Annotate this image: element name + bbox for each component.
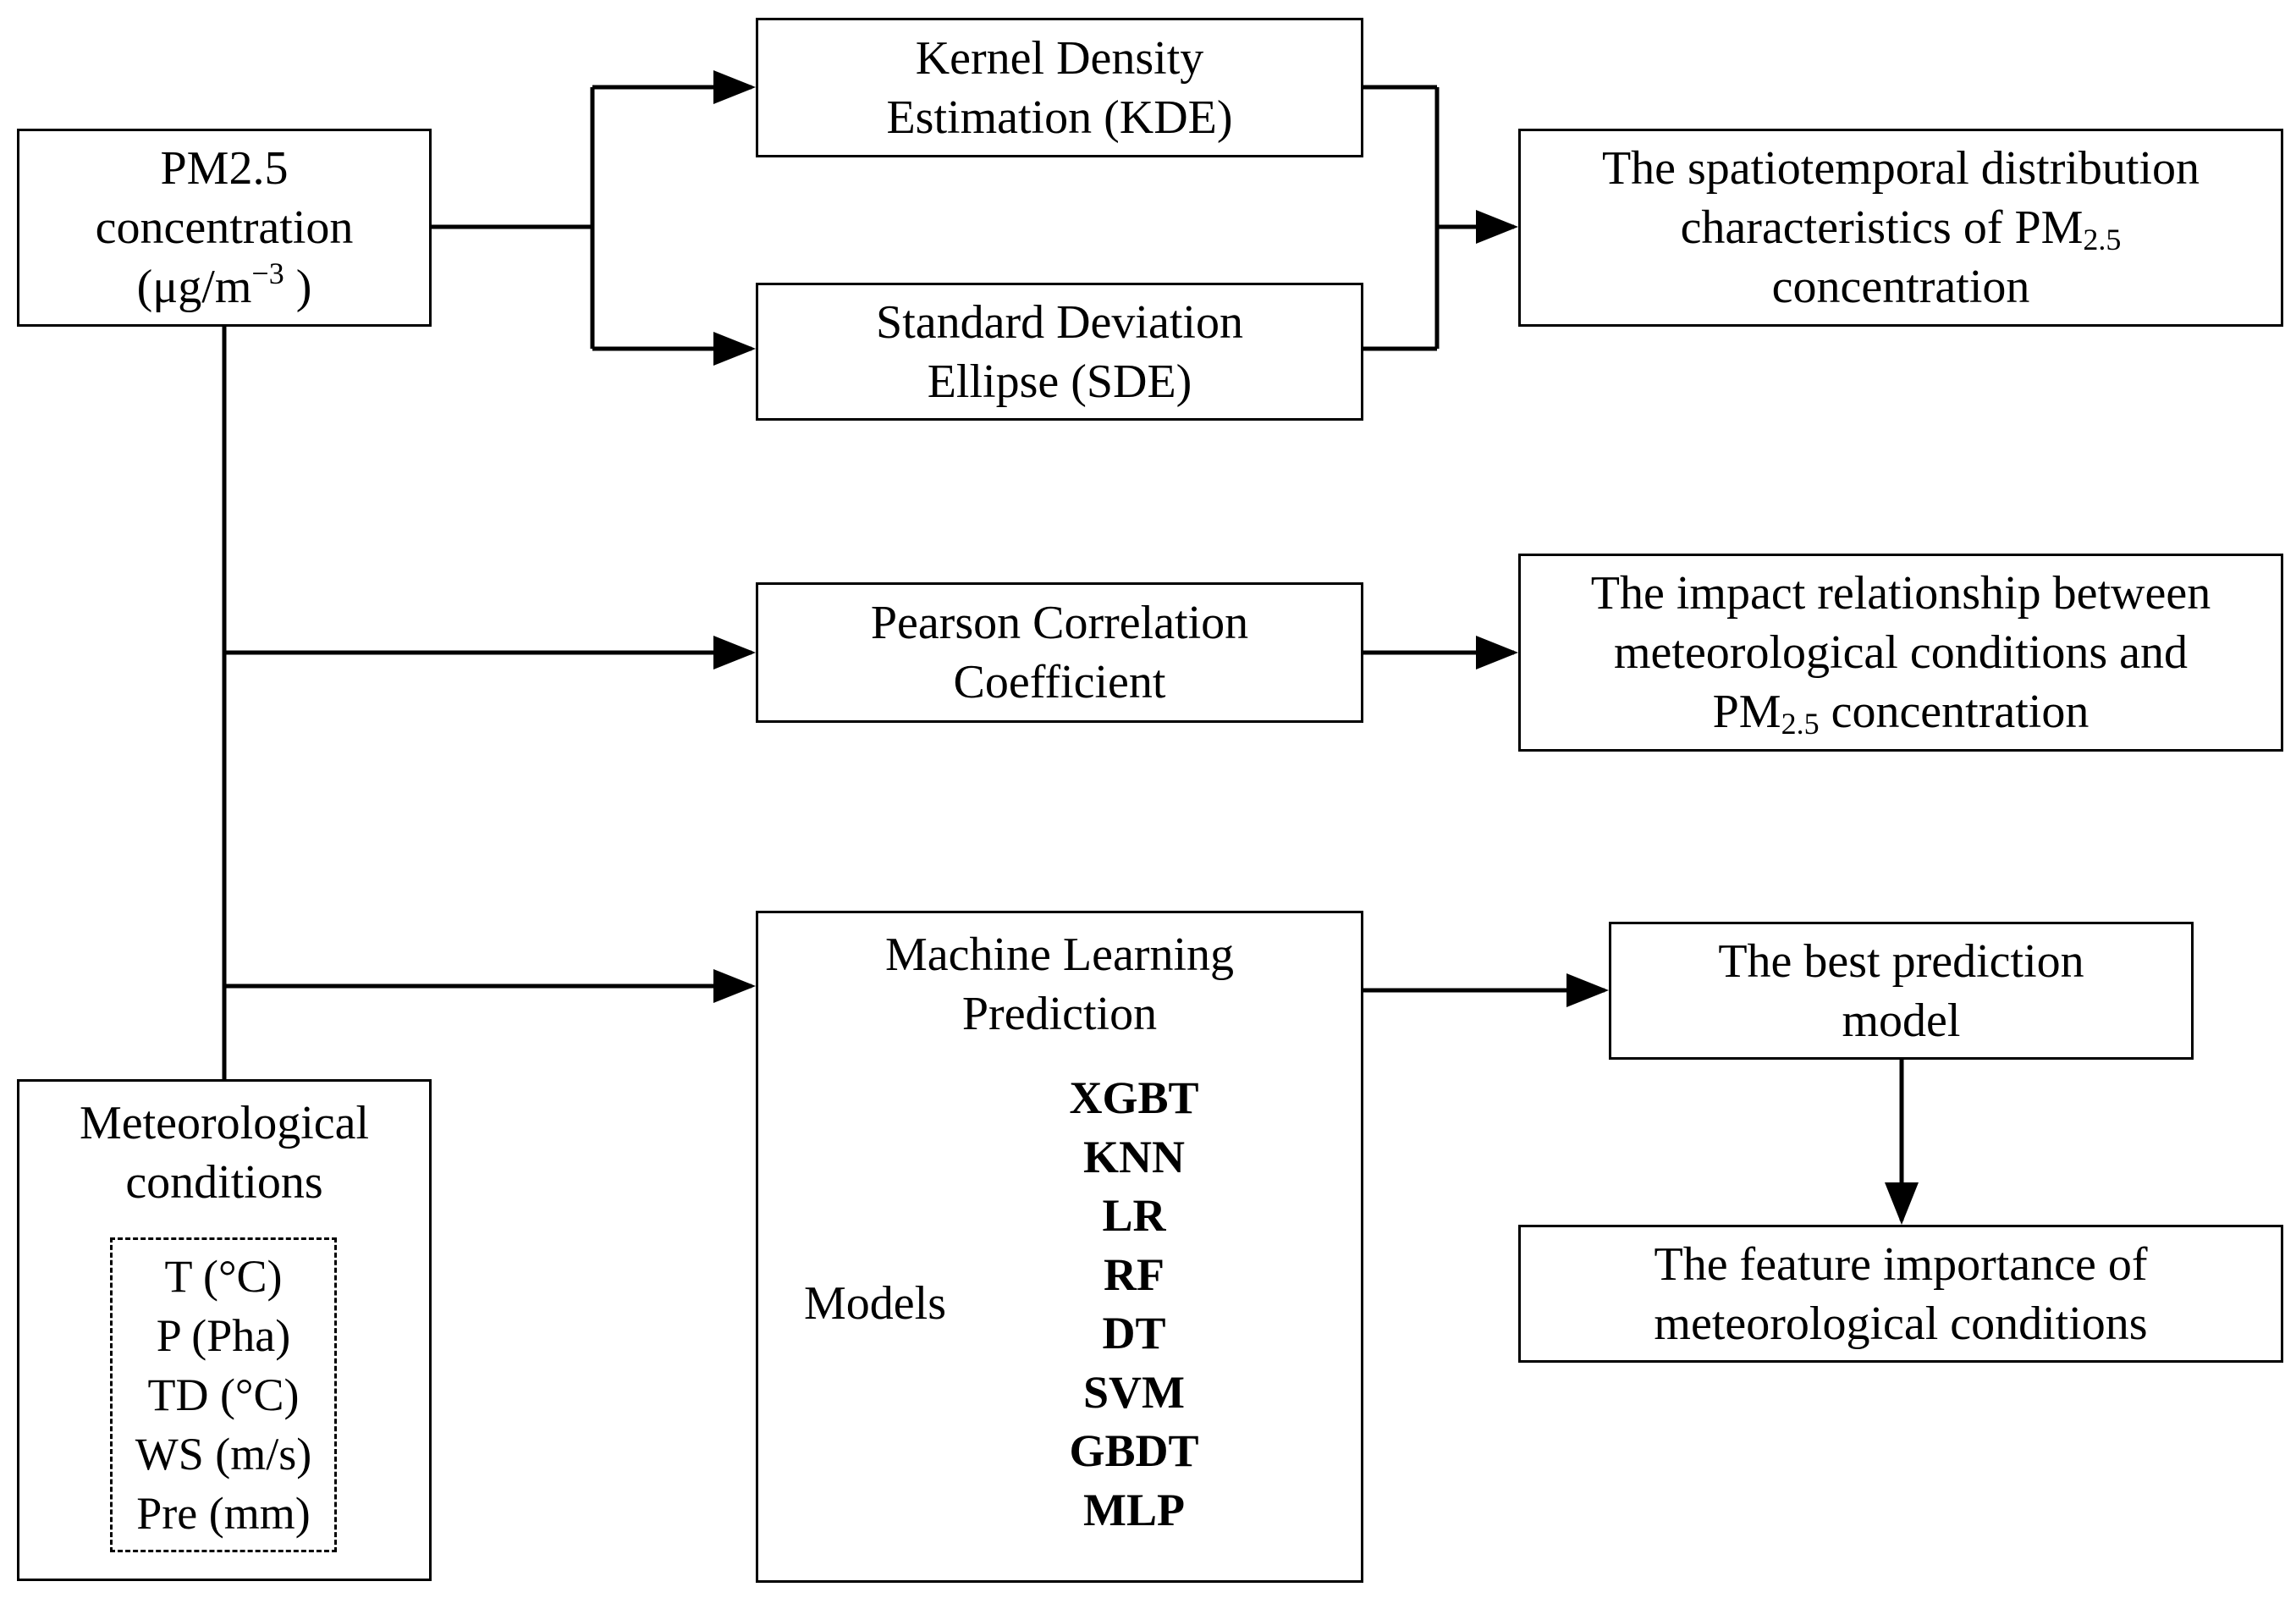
machine-learning-prediction-box: Machine Learning Prediction (756, 911, 1363, 1583)
kde-box: Kernel Density Estimation (KDE) (756, 18, 1363, 157)
pm25-subtitle: concentration (95, 201, 354, 254)
meteo-variable: WS (m/s) (135, 1429, 312, 1480)
meteorological-variables-list: T (°C) P (Pha) TD (°C) WS (m/s) Pre (mm) (110, 1237, 337, 1552)
impact-line-2: meteorological conditions and (1613, 626, 2189, 679)
pearson-line-1: Pearson Correlation (870, 597, 1249, 649)
meteo-variable: TD (°C) (147, 1369, 300, 1420)
spatiotemporal-distribution-box: The spatiotemporal distribution characte… (1518, 129, 2283, 327)
kde-line-1: Kernel Density (915, 31, 1204, 85)
model-item: DT (1102, 1308, 1166, 1358)
models-list: XGBT KNN LR RF DT SVM GBDT MLP (1041, 1069, 1227, 1540)
sde-box: Standard Deviation Ellipse (SDE) (756, 283, 1363, 421)
best-prediction-model-box: The best prediction model (1609, 922, 2194, 1060)
model-item: XGBT (1069, 1072, 1199, 1123)
model-item: MLP (1083, 1484, 1185, 1535)
kde-line-2: Estimation (KDE) (886, 91, 1233, 144)
sde-line-1: Standard Deviation (876, 295, 1243, 349)
impact-relationship-box: The impact relationship between meteorol… (1518, 554, 2283, 752)
ml-line-1: Machine Learning (884, 928, 1235, 981)
best-line-2: model (1842, 994, 1961, 1047)
spatio-line-2-subscript: 2.5 (2083, 223, 2122, 256)
sde-line-2: Ellipse (SDE) (927, 355, 1192, 408)
pearson-line-2: Coefficient (953, 656, 1166, 708)
pm25-concentration-box: PM2.5 concentration (μg/m−3 ) (17, 129, 432, 327)
spatio-line-3: concentration (1771, 261, 2030, 313)
impact-line-3-suffix: concentration (1819, 686, 2090, 738)
pm25-unit-prefix: (μg/m (136, 261, 252, 313)
pm25-unit-exponent: −3 (251, 256, 284, 290)
pm25-unit-suffix: ) (284, 261, 312, 313)
feature-line-2: meteorological conditions (1654, 1297, 2148, 1350)
meteo-line-1: Meteorological (79, 1097, 370, 1149)
impact-line-3-subscript: 2.5 (1781, 707, 1820, 741)
model-item: GBDT (1069, 1425, 1199, 1476)
model-item: KNN (1083, 1131, 1185, 1182)
meteo-variable: Pre (mm) (136, 1488, 311, 1539)
best-line-1: The best prediction (1718, 934, 2084, 988)
feature-importance-box: The feature importance of meteorological… (1518, 1225, 2283, 1363)
models-label: Models (804, 1277, 946, 1330)
impact-line-1: The impact relationship between (1590, 567, 2211, 620)
pm25-title: PM2.5 (160, 142, 289, 195)
model-item: LR (1102, 1190, 1166, 1241)
impact-line-3-prefix: PM (1712, 686, 1781, 738)
pearson-correlation-box: Pearson Correlation Coefficient (756, 582, 1363, 723)
meteo-line-2: conditions (125, 1156, 323, 1209)
spatio-line-1: The spatiotemporal distribution (1601, 142, 2200, 195)
spatio-line-2-text: characteristics of PM (1680, 201, 2084, 254)
impact-line-3: PM2.5 concentration (1713, 682, 2090, 741)
feature-line-1: The feature importance of (1654, 1237, 2148, 1291)
ml-line-2: Prediction (961, 988, 1158, 1040)
model-item: SVM (1083, 1366, 1185, 1418)
meteorological-conditions-box: Meteorological conditions (17, 1079, 432, 1581)
pm25-unit: (μg/m−3 ) (137, 257, 312, 317)
meteo-variable: T (°C) (164, 1251, 283, 1302)
meteo-variable: P (Pha) (156, 1310, 291, 1361)
spatio-line-2: characteristics of PM2.5 (1681, 198, 2122, 257)
model-item: RF (1104, 1248, 1165, 1300)
